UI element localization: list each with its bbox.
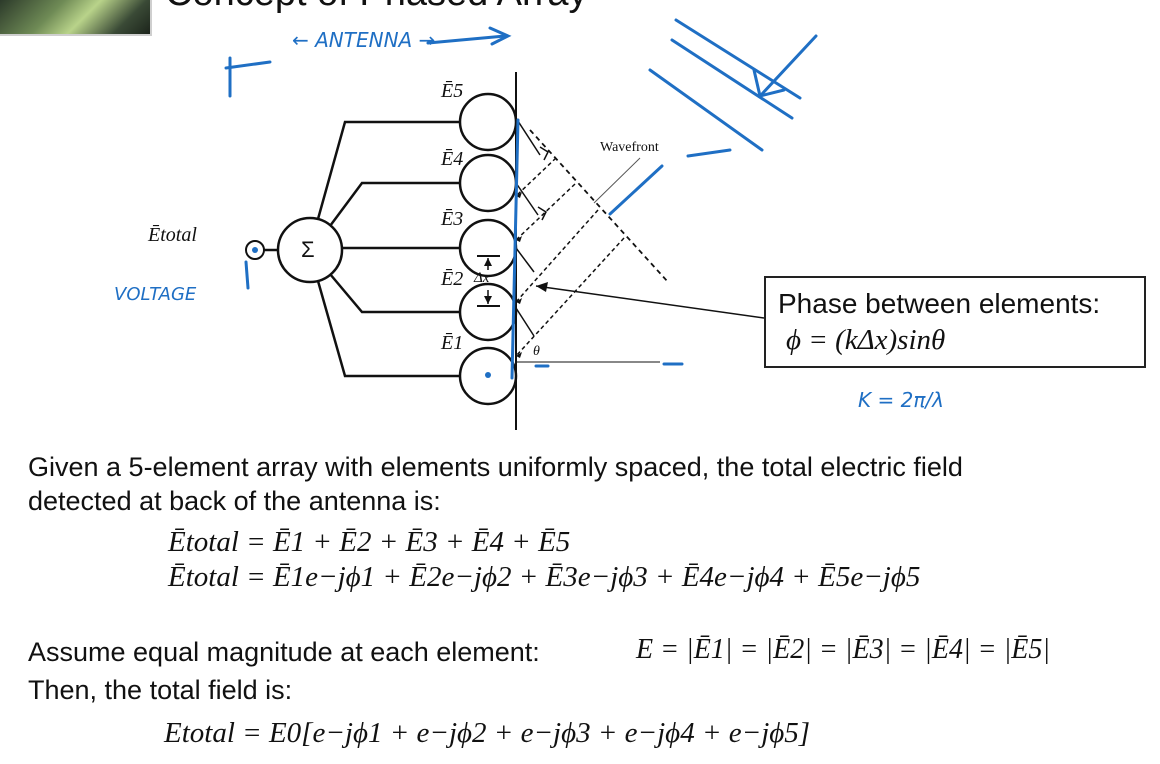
element-label-1: Ē1 (441, 332, 464, 354)
element-label-4: Ē4 (441, 148, 464, 170)
feed-line-5 (316, 120, 460, 220)
antenna-annotation: ← ANTENNA → (292, 28, 436, 52)
feed-line-4 (328, 181, 460, 227)
paragraph-1-line-1: Given a 5-element array with elements un… (28, 452, 963, 482)
wavefront-line (529, 129, 669, 283)
ray-3 (515, 247, 535, 273)
total-field-label: Ētotal (148, 224, 197, 246)
ray-5 (515, 117, 541, 156)
delta-x-label: Δx (474, 270, 490, 286)
equation-total-field: Etotal = E0[e−jϕ1 + e−jϕ2 + e−jϕ3 + e−jϕ… (164, 717, 811, 749)
ray-2 (515, 307, 535, 337)
paragraph-2-line-2: Then, the total field is: (28, 675, 293, 705)
feed-line-1 (316, 280, 460, 378)
element-label-2: Ē2 (441, 268, 464, 290)
ray-4 (515, 182, 539, 216)
presenter-thumbnail (0, 0, 152, 36)
element-5 (458, 92, 518, 152)
phase-callout-box: Phase between elements: ϕ = (kΔx)sinθ (764, 276, 1146, 368)
phase-box-leader (535, 285, 765, 319)
theta-label: θ (533, 344, 540, 359)
element-4 (458, 153, 518, 213)
slide-title: Concept of Phased Array (165, 0, 587, 15)
element-label-5: Ē5 (441, 80, 464, 102)
equation-sum: Ētotal = Ē1 + Ē2 + Ē3 + Ē4 + Ē5 (168, 526, 571, 558)
feed-line-2 (329, 273, 460, 314)
k-definition-annotation: K = 2π/λ (858, 388, 944, 412)
element-label-3: Ē3 (441, 208, 464, 230)
wavefront-label: Wavefront (600, 140, 659, 155)
sum-symbol: Σ (301, 237, 315, 262)
phase-box-equation: ϕ = (kΔx)sinθ (786, 324, 946, 356)
equal-magnitude-equation: E = |Ē1| = |Ē2| = |Ē3| = |Ē4| = |Ē5| (636, 634, 1051, 665)
paragraph-2-line-1: Assume equal magnitude at each element: (28, 637, 540, 667)
voltage-annotation: VOLTAGE (114, 284, 197, 305)
paragraph-1-line-2: detected at back of the antenna is: (28, 486, 441, 516)
equation-phasor-sum: Ētotal = Ē1e−jϕ1 + Ē2e−jϕ2 + Ē3e−jϕ3 + Ē… (168, 561, 921, 593)
phase-box-title: Phase between elements: (778, 288, 1101, 319)
